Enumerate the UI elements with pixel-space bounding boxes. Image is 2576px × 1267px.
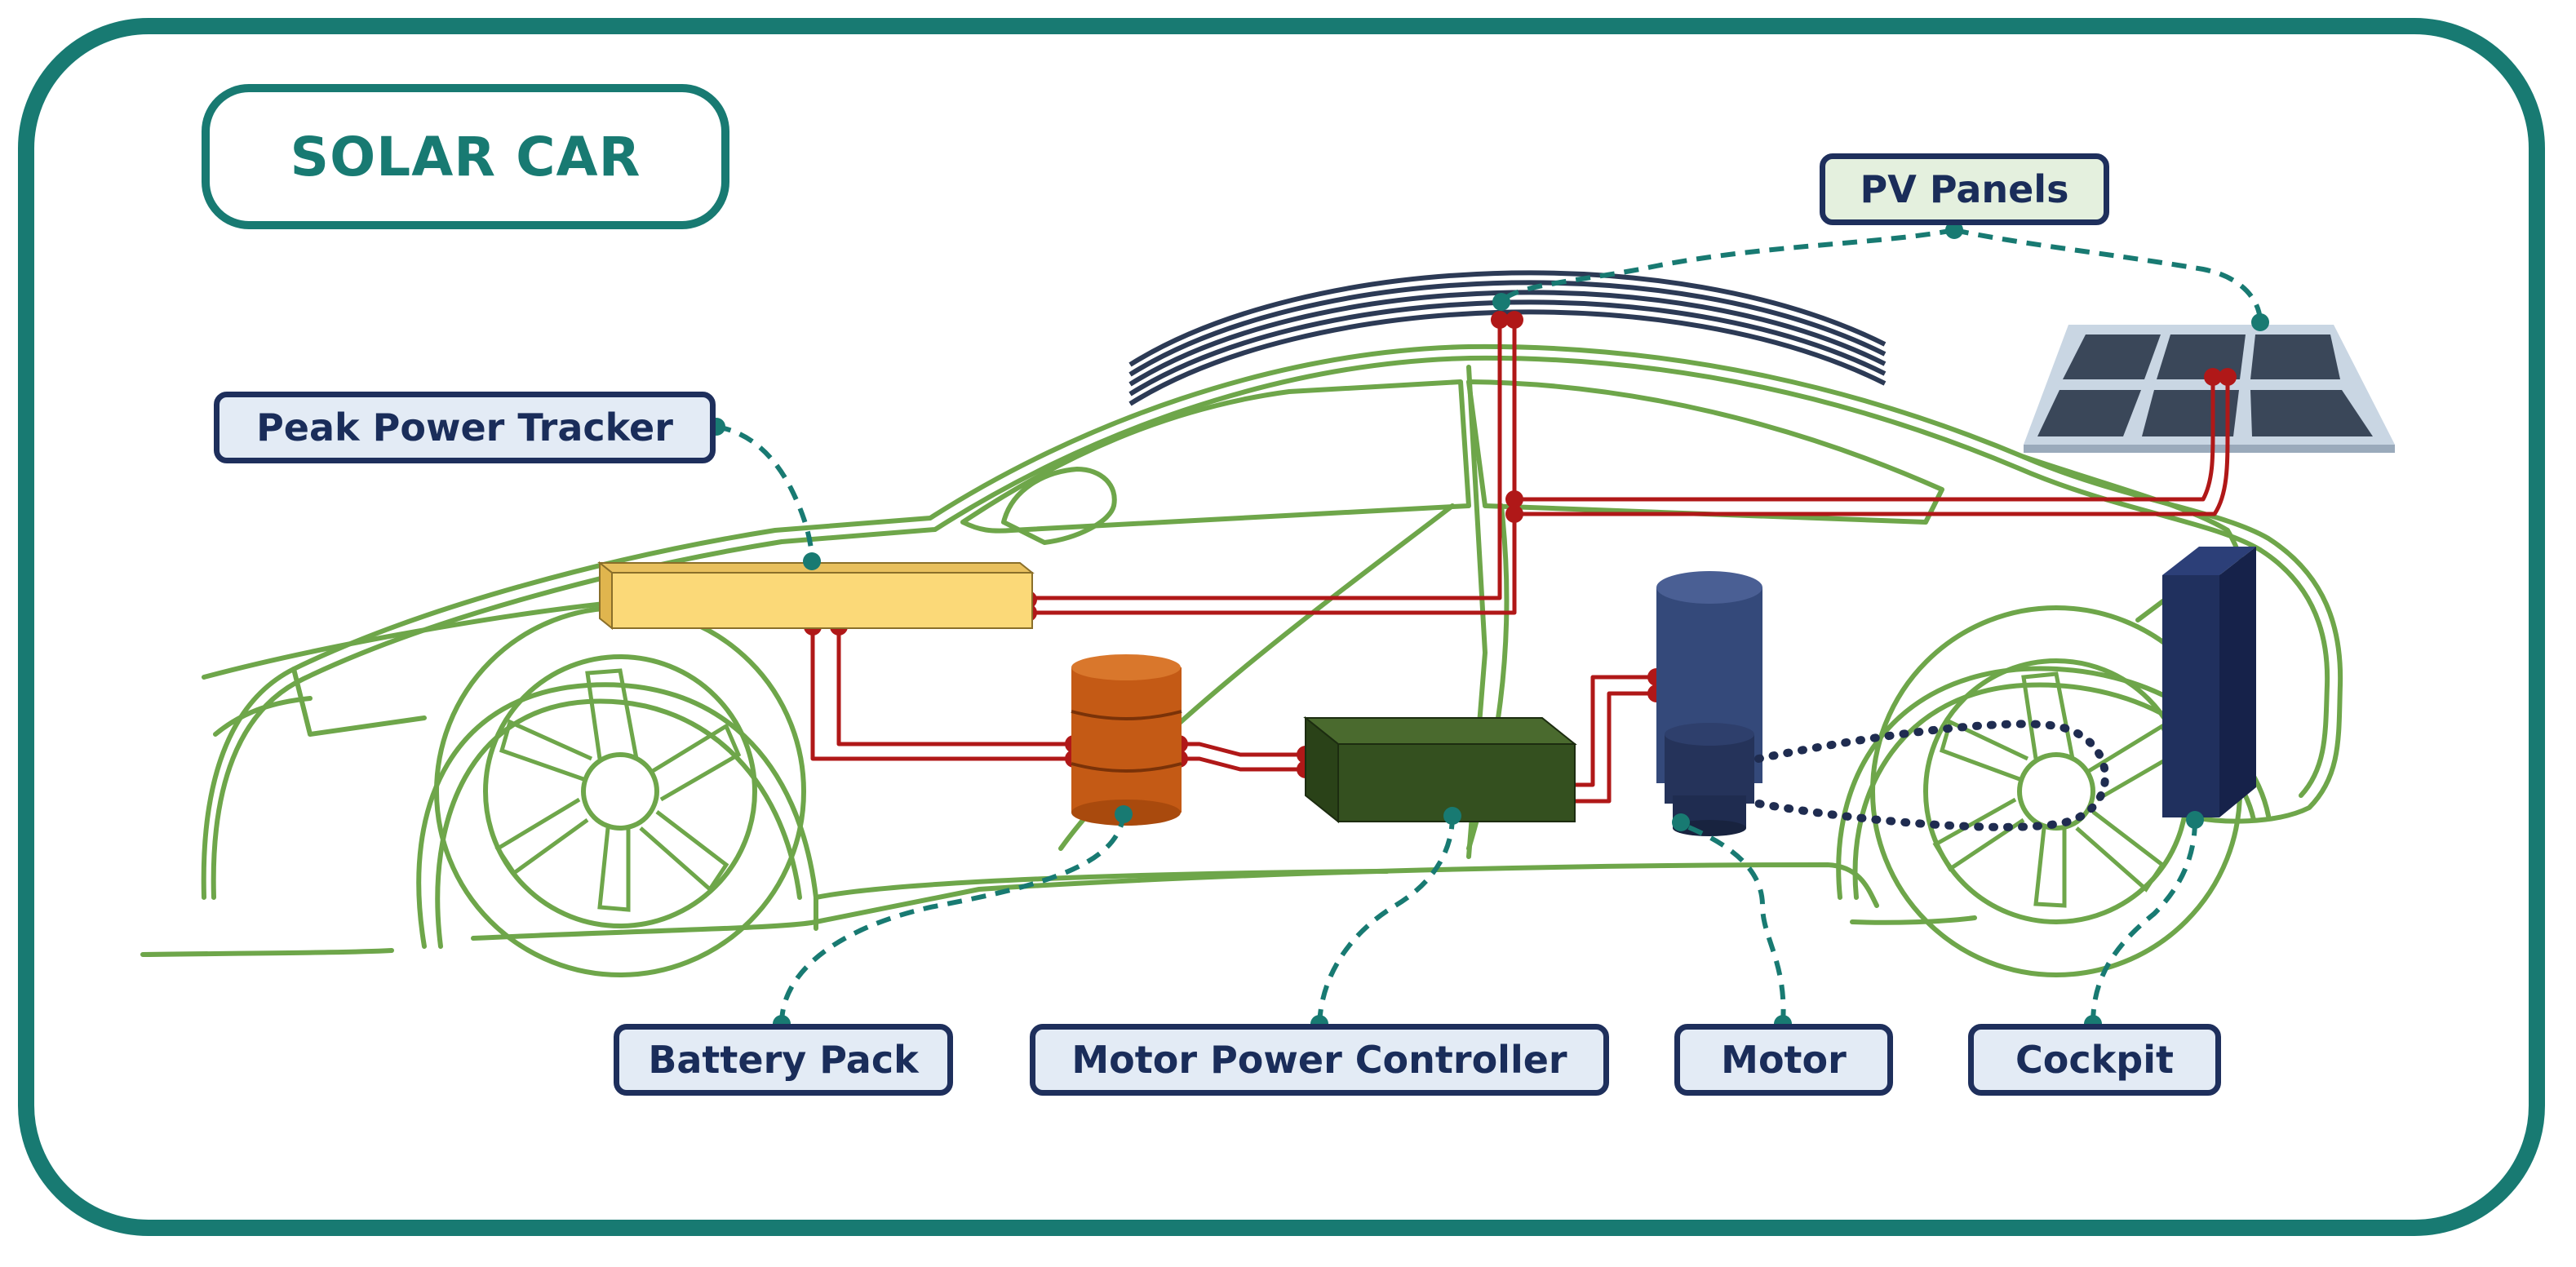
label-cockpit-text: Cockpit — [2015, 1038, 2174, 1082]
wiring — [810, 317, 2230, 804]
label-peak-power-tracker-text: Peak Power Tracker — [256, 405, 673, 450]
label-motor-text: Motor — [1721, 1038, 1847, 1082]
cockpit-component — [2162, 547, 2256, 817]
label-peak-power-tracker: Peak Power Tracker — [214, 392, 716, 463]
label-battery-pack-text: Battery Pack — [648, 1038, 919, 1082]
solar-panel-icon — [2024, 325, 2395, 453]
label-motor-power-controller-text: Motor Power Controller — [1071, 1038, 1567, 1082]
motor-component — [1656, 571, 1762, 836]
leader-lines — [716, 228, 2263, 1025]
peak-power-tracker-component — [597, 560, 1035, 631]
motor-power-controller-component — [1303, 715, 1577, 824]
label-motor-power-controller: Motor Power Controller — [1030, 1024, 1609, 1096]
label-pv-panels: PV Panels — [1820, 153, 2109, 225]
front-wheel — [434, 605, 806, 977]
drive-chain — [1754, 720, 2109, 831]
label-motor: Motor — [1674, 1024, 1893, 1096]
label-pv-panels-text: PV Panels — [1860, 167, 2069, 211]
title-box: SOLAR CAR — [202, 84, 729, 229]
outer-frame — [18, 18, 2545, 1236]
battery-pack-component — [1071, 654, 1182, 826]
label-cockpit: Cockpit — [1968, 1024, 2221, 1096]
label-battery-pack: Battery Pack — [614, 1024, 953, 1096]
diagram-title: SOLAR CAR — [290, 125, 641, 188]
